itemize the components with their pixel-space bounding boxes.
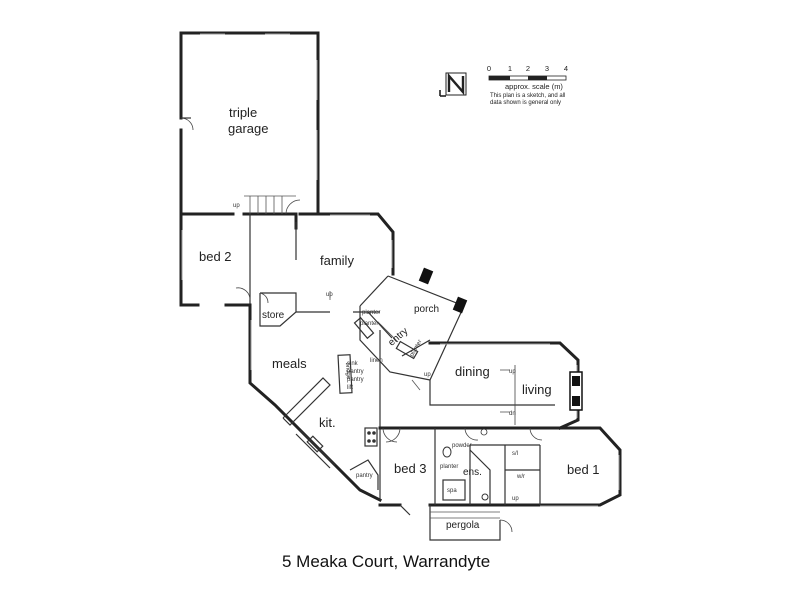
scale-tick-4: 4 xyxy=(564,64,568,73)
entry-porch-walls xyxy=(353,267,468,381)
label-bed1: bed 1 xyxy=(567,462,600,477)
label-triple-garage-1: triple xyxy=(229,105,257,120)
label-family: family xyxy=(320,253,354,268)
bed2-walls xyxy=(179,212,252,307)
scale-bar: 0 1 2 3 4 approx. scale (m) This plan is… xyxy=(487,64,568,106)
note-planter-1: planter xyxy=(362,310,380,316)
note-spa: spa xyxy=(447,488,457,494)
scale-note-line1: This plan is a sketch, and all xyxy=(490,93,565,99)
scale-tick-3: 3 xyxy=(545,64,549,73)
label-pergola: pergola xyxy=(446,520,480,531)
store-walls xyxy=(259,292,297,327)
bedroom-wing-walls xyxy=(378,426,622,507)
label-living: living xyxy=(522,382,552,397)
scale-note-line2: data shown is general only xyxy=(490,100,561,106)
note-sl: s/l xyxy=(512,451,518,457)
label-kit: kit. xyxy=(319,415,336,430)
meals-kitchen-walls xyxy=(248,303,383,503)
label-ens: ens. xyxy=(463,467,482,478)
label-triple-garage-2: garage xyxy=(228,121,268,136)
note-up-5: up xyxy=(512,496,519,502)
label-porch: porch xyxy=(414,304,439,315)
dining-living-walls xyxy=(428,341,583,430)
pergola-walls xyxy=(399,504,513,541)
note-powder: powder xyxy=(452,443,472,449)
note-wr: w/r xyxy=(516,474,525,480)
note-up-4: up xyxy=(509,369,516,375)
plan-title: 5 Meaka Court, Warrandyte xyxy=(282,552,490,571)
note-up-1: up xyxy=(233,203,240,209)
label-dining: dining xyxy=(455,364,490,379)
north-arrow-icon xyxy=(439,72,467,97)
note-bridge-2: sink xyxy=(347,361,359,367)
label-bed3: bed 3 xyxy=(394,461,427,476)
scale-tick-0: 0 xyxy=(487,64,491,73)
label-bed2: bed 2 xyxy=(199,249,232,264)
note-planter-2: planter xyxy=(360,321,378,327)
garage-stairs xyxy=(244,195,301,215)
label-store: store xyxy=(262,310,285,321)
note-up-3: up xyxy=(424,372,431,378)
family-walls xyxy=(295,212,395,276)
scale-label: approx. scale (m) xyxy=(505,82,563,91)
note-up-2: up xyxy=(326,292,333,298)
note-planter-4: planter xyxy=(440,464,458,470)
note-bridge-4: pantry xyxy=(347,377,364,383)
note-bridge-1: bridge xyxy=(344,362,351,380)
label-meals: meals xyxy=(272,356,307,371)
note-pantry: pantry xyxy=(356,473,373,479)
note-linen: linen xyxy=(370,358,383,364)
note-bridge-3: pantry xyxy=(347,369,364,375)
scale-tick-1: 1 xyxy=(508,64,512,73)
note-bridge-5: lift xyxy=(347,385,353,391)
level-markers xyxy=(329,291,510,413)
note-dn: dn xyxy=(509,411,516,417)
scale-tick-2: 2 xyxy=(526,64,530,73)
